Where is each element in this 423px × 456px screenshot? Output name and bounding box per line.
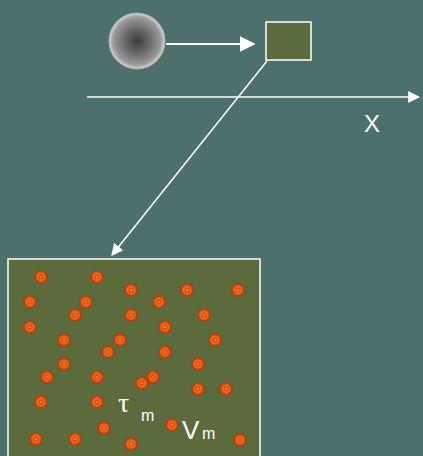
particle — [192, 383, 204, 395]
particle-core — [62, 362, 66, 366]
particle — [102, 346, 114, 358]
particle-core — [28, 325, 32, 329]
volume-element — [266, 22, 311, 60]
particle — [159, 346, 171, 358]
particle — [181, 284, 193, 296]
particle-core — [140, 381, 144, 385]
particle — [125, 284, 137, 296]
particle-core — [118, 338, 122, 342]
particle-core — [163, 350, 167, 354]
particle-core — [236, 288, 240, 292]
particle-core — [196, 362, 200, 366]
particle — [58, 358, 70, 370]
particle-core — [213, 338, 217, 342]
particle-core — [62, 338, 66, 342]
particle-core — [102, 426, 106, 430]
particle-core — [151, 375, 155, 379]
particle — [114, 334, 126, 346]
zoom-region: τmVm — [8, 259, 260, 456]
particles — [24, 271, 246, 450]
particle-core — [170, 423, 174, 427]
particle-core — [39, 400, 43, 404]
symbol: V — [182, 417, 199, 443]
particle — [35, 271, 47, 283]
particle-core — [45, 375, 49, 379]
particle-core — [34, 437, 38, 441]
particle — [125, 309, 137, 321]
symbol: τ — [118, 389, 129, 417]
particle-core — [129, 313, 133, 317]
particle-core — [129, 288, 133, 292]
particle — [192, 358, 204, 370]
particle — [209, 334, 221, 346]
particle — [198, 309, 210, 321]
axis-label: X — [364, 112, 380, 136]
particle — [35, 396, 47, 408]
particle-core — [238, 438, 242, 442]
particle — [24, 296, 36, 308]
particle-core — [73, 313, 77, 317]
particle — [153, 296, 165, 308]
particle — [91, 396, 103, 408]
particle — [125, 438, 137, 450]
particle — [69, 309, 81, 321]
particle — [166, 419, 178, 431]
particle — [41, 371, 53, 383]
particle — [24, 321, 36, 333]
particle-core — [95, 375, 99, 379]
particle-core — [163, 325, 167, 329]
zoom-box — [8, 259, 260, 456]
particle-core — [129, 442, 133, 446]
particle-core — [196, 387, 200, 391]
particle — [98, 422, 110, 434]
particle — [30, 433, 42, 445]
particle-core — [106, 350, 110, 354]
zoom-arrow — [112, 61, 267, 255]
particle-core — [224, 387, 228, 391]
particle — [220, 383, 232, 395]
motion-arrow — [166, 43, 254, 45]
particle — [234, 434, 246, 446]
particle — [136, 377, 148, 389]
particle-core — [157, 300, 161, 304]
particle — [91, 371, 103, 383]
particle — [232, 284, 244, 296]
particle-core — [73, 437, 77, 441]
particle-core — [185, 288, 189, 292]
particle-sphere — [109, 13, 165, 69]
particle — [147, 371, 159, 383]
particle-core — [202, 313, 206, 317]
x-axis — [87, 96, 419, 98]
particle-core — [39, 275, 43, 279]
particle-core — [84, 300, 88, 304]
particle-core — [95, 275, 99, 279]
particle-core — [28, 300, 32, 304]
particle — [80, 296, 92, 308]
subscript: m — [141, 408, 154, 424]
particle — [69, 433, 81, 445]
subscript: m — [202, 426, 215, 442]
particle — [159, 321, 171, 333]
particle — [91, 271, 103, 283]
particle-core — [95, 400, 99, 404]
particle — [58, 334, 70, 346]
